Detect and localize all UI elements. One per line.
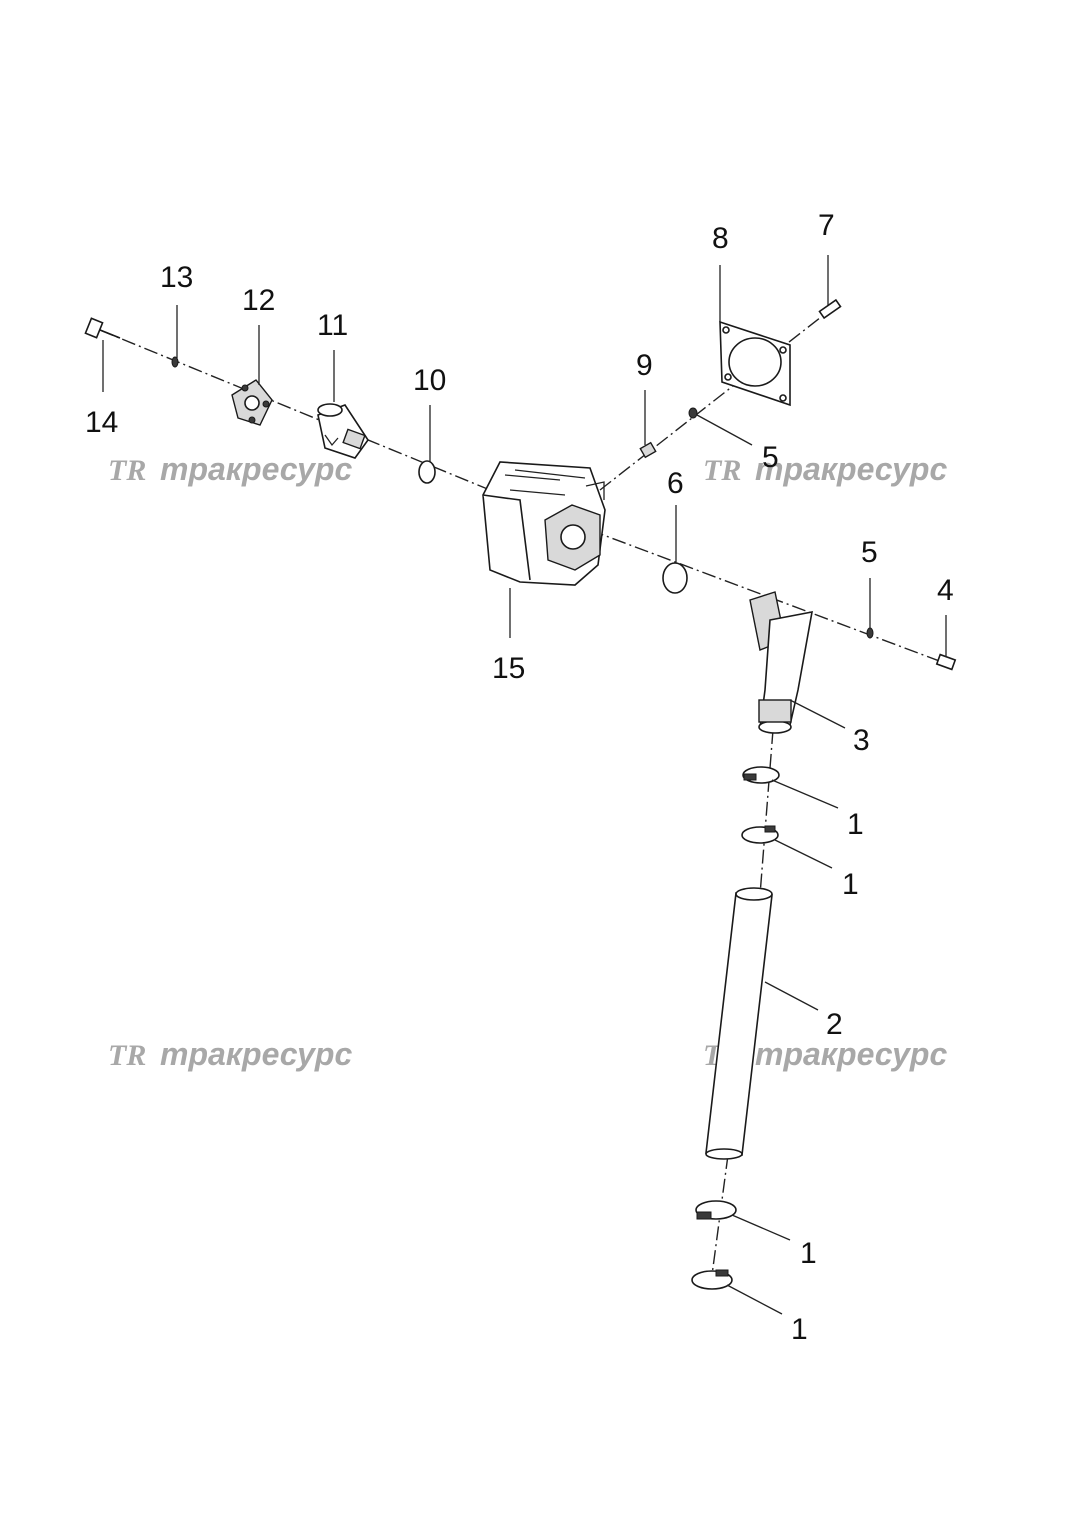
axis-upper-right: [599, 309, 831, 491]
leader-1a: [771, 779, 839, 809]
callout-15: 15: [492, 652, 525, 685]
watermark-logo: TR: [108, 454, 146, 487]
part-3-elbow-pipe: [749, 591, 813, 734]
callout-1c: 1: [800, 1237, 817, 1270]
part-4-bolt: [935, 653, 957, 671]
callout-11: 11: [317, 309, 348, 342]
watermark-text: тракресурс: [160, 451, 352, 487]
watermark-top-left: TR тракресурс: [108, 451, 352, 487]
part-2-tube: [705, 887, 773, 1160]
callout-6: 6: [667, 467, 684, 500]
leader-3: [789, 699, 846, 729]
part-1-clamp-d: [691, 1269, 733, 1290]
leader-1d: [726, 1284, 783, 1315]
watermark-text: тракресурс: [160, 1036, 352, 1072]
callouts: 14 13 12 11 10 9 8 7 5 6 15 5 4 3 1 1 2 …: [85, 209, 954, 1346]
callout-8: 8: [712, 222, 729, 255]
part-7-stud: [818, 298, 842, 320]
leader-5-upper: [696, 414, 753, 446]
axis-clamps-upper: [759, 729, 774, 896]
callout-4: 4: [937, 574, 954, 607]
callout-1d: 1: [791, 1313, 808, 1346]
callout-14: 14: [85, 406, 118, 439]
part-15-main-unit: [482, 461, 606, 586]
callout-5-upper: 5: [762, 441, 779, 474]
watermark-text: тракресурс: [755, 1036, 947, 1072]
watermark-logo: TR: [108, 1039, 146, 1072]
leader-1c: [731, 1214, 791, 1241]
part-6-o-ring: [662, 562, 688, 594]
callout-1b: 1: [842, 868, 859, 901]
part-11-housing: [317, 403, 369, 459]
leader-lines: [102, 255, 947, 1315]
part-9-fitting: [639, 441, 657, 459]
leader-2: [764, 981, 819, 1011]
part-10-o-ring: [418, 460, 436, 484]
part-1-clamp-b: [741, 825, 779, 844]
watermark-text: тракресурс: [755, 451, 947, 487]
part-1-clamp-a: [742, 766, 780, 784]
callout-7: 7: [818, 209, 835, 242]
watermark-top-right: TR тракресурс: [703, 451, 947, 487]
part-14-bolt: [84, 317, 121, 339]
watermark-bottom-left: TR тракресурс: [108, 1036, 352, 1072]
callout-1a: 1: [847, 808, 864, 841]
callout-3: 3: [853, 724, 870, 757]
part-1-clamp-c: [695, 1200, 737, 1220]
callout-9: 9: [636, 349, 653, 382]
callout-5-lower: 5: [861, 536, 878, 569]
part-12-flange: [231, 379, 273, 426]
axis-main-left: [99, 329, 491, 491]
callout-2: 2: [826, 1008, 843, 1041]
part-5-washer-lower: [866, 627, 874, 639]
callout-12: 12: [242, 284, 275, 317]
part-8-gasket: [719, 320, 791, 407]
watermark-logo: TR: [703, 454, 741, 487]
part-5-washer-upper: [688, 407, 698, 419]
leader-1b: [774, 839, 833, 869]
callout-10: 10: [413, 364, 446, 397]
callout-13: 13: [160, 261, 193, 294]
part-13-washer: [171, 356, 179, 368]
